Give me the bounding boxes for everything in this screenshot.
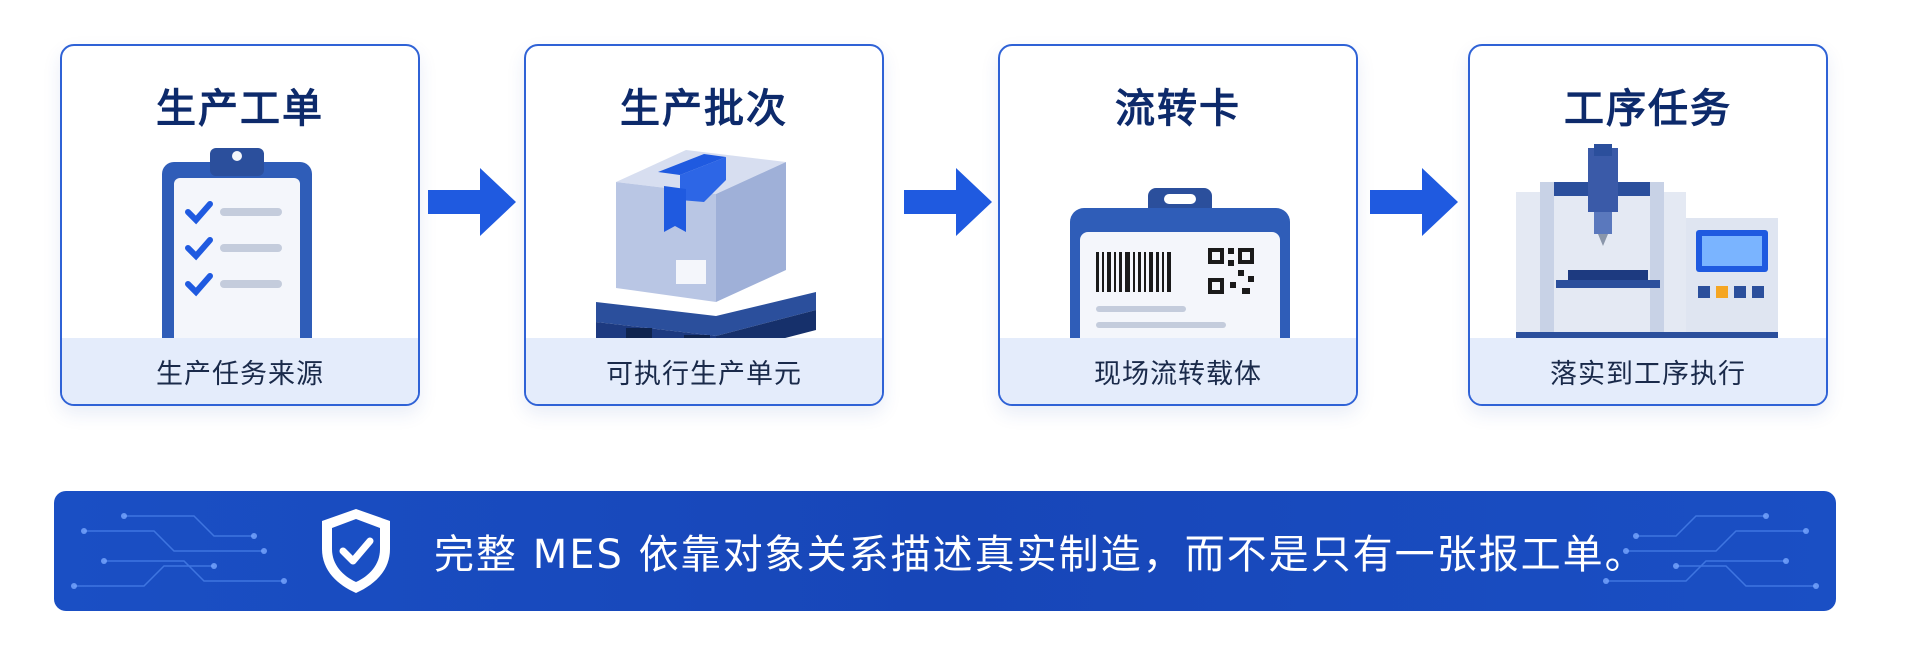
circuit-decoration-icon <box>71 513 287 589</box>
summary-banner: 完整 MES 依靠对象关系描述真实制造，而不是只有一张报工单。 <box>54 491 1836 611</box>
step-title: 流转卡 <box>1115 86 1241 132</box>
step-caption: 落实到工序执行 <box>1470 338 1826 404</box>
circuit-decoration-icon <box>1603 513 1819 589</box>
step-caption: 生产任务来源 <box>62 338 418 404</box>
step-card-operation-task: 工序任务 落实到工序执行 <box>1468 44 1828 406</box>
step-card-batch: 生产批次 可执行生产单元 <box>524 44 884 406</box>
step-caption: 现场流转载体 <box>1000 338 1356 404</box>
barcode-qr-card-icon <box>1070 188 1290 358</box>
step-caption: 可执行生产单元 <box>526 338 882 404</box>
step-card-traveler: 流转卡 现场流转载体 <box>998 44 1358 406</box>
step-title: 生产批次 <box>620 86 788 132</box>
arrow-right-icon <box>1370 168 1458 236</box>
step-title: 生产工单 <box>156 86 324 132</box>
arrow-right-icon <box>904 168 992 236</box>
clipboard-checklist-icon <box>162 148 312 362</box>
banner-text: 完整 MES 依靠对象关系描述真实制造，而不是只有一张报工单。 <box>434 532 1647 578</box>
shield-check-icon <box>322 509 390 593</box>
step-title: 工序任务 <box>1564 86 1732 132</box>
arrow-right-icon <box>428 168 516 236</box>
step-card-work-order: 生产工单 生产任务来源 <box>60 44 420 406</box>
